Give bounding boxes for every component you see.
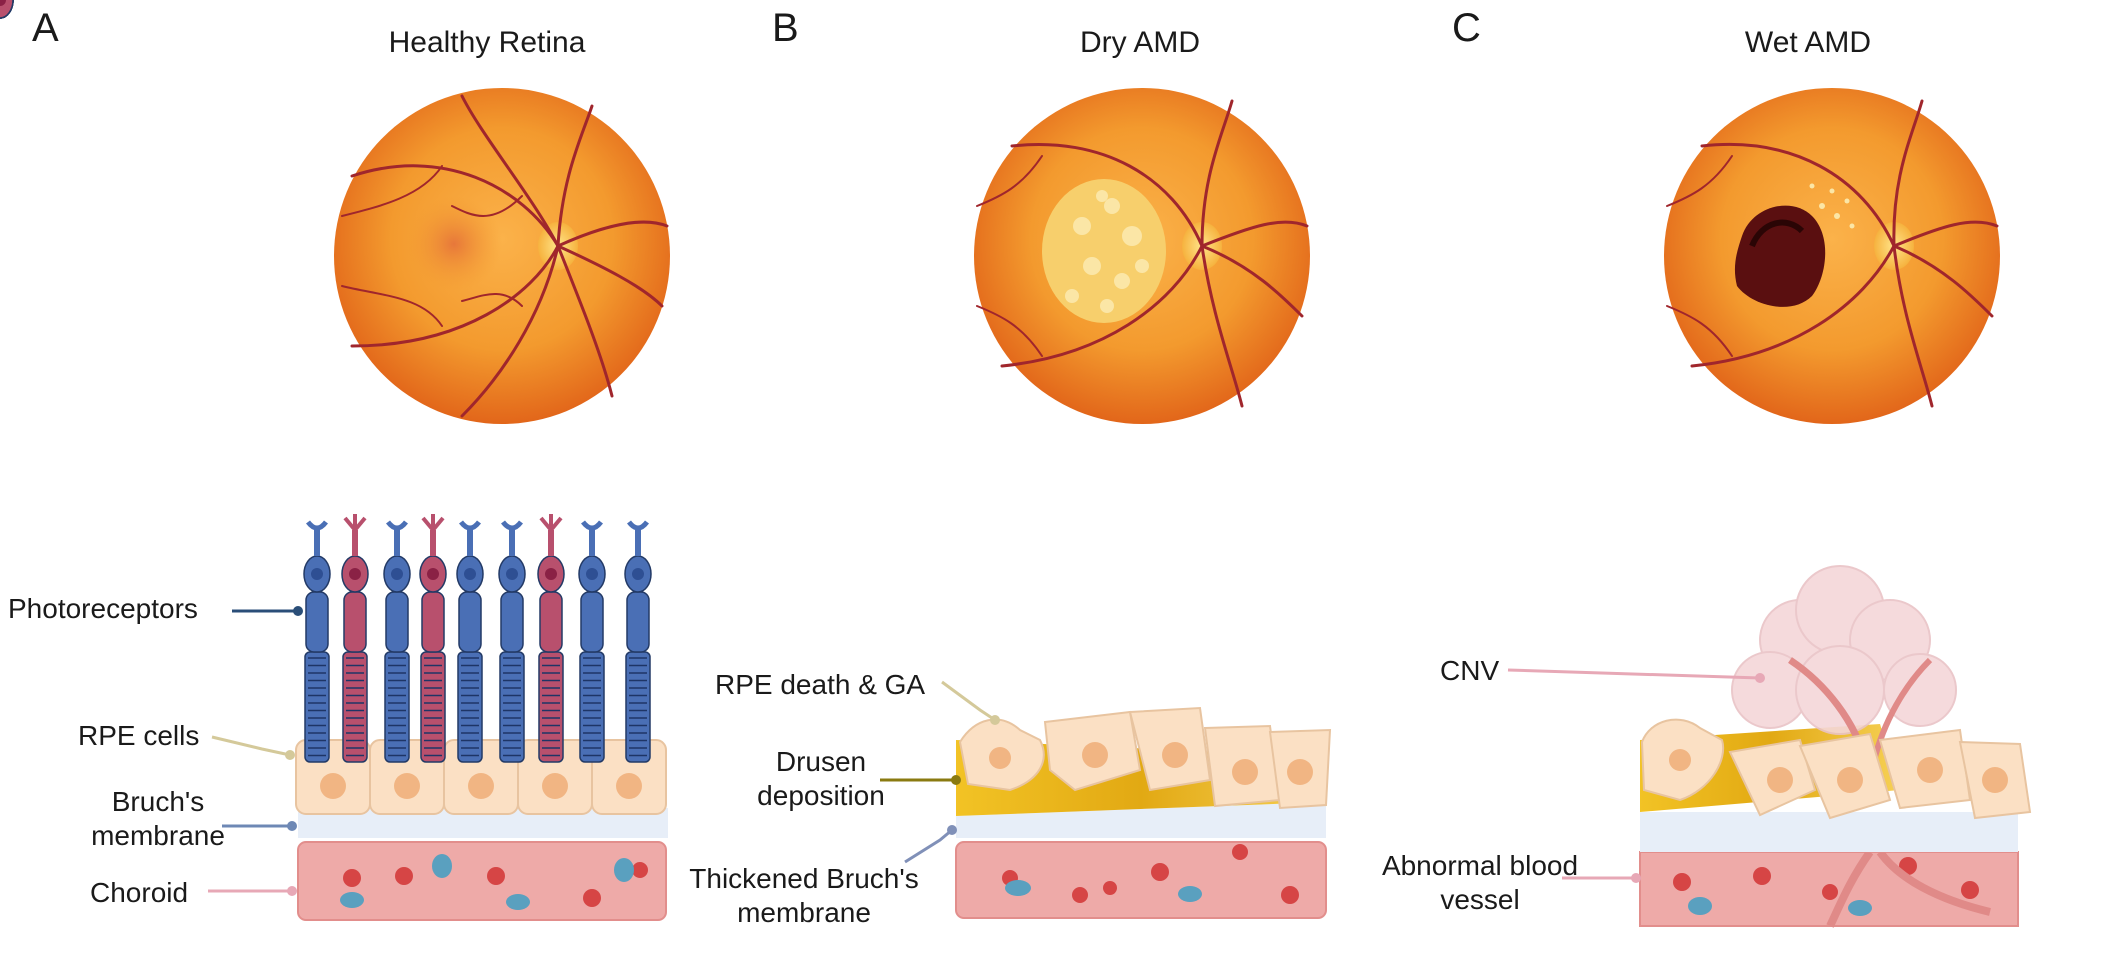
label-thickened-bruchs: Thickened Bruch's membrane (689, 863, 919, 928)
label-choroid: Choroid (90, 877, 189, 908)
rod-cell (303, 520, 331, 763)
label-cnv: CNV (1440, 655, 1500, 686)
cross-section-dry-amd (955, 706, 1332, 919)
rod-cell (456, 520, 484, 763)
rod-cell (578, 520, 606, 763)
label-rpe-cells: RPE cells (78, 720, 200, 751)
cnv-cloud (1731, 565, 1957, 735)
label-bruchs-membrane: Bruch's membrane (91, 786, 225, 851)
label-abnormal-blood-vessel: Abnormal blood vessel (1381, 850, 1579, 915)
leader-rpe-death (941, 680, 996, 722)
photoreceptors-group (0, 0, 652, 763)
rod-cell (383, 520, 411, 763)
panel-title-b: Dry AMD (1080, 26, 1200, 59)
cone-cell (537, 514, 565, 763)
panel-title-a: Healthy Retina (388, 26, 586, 59)
leader-rpe (211, 735, 291, 757)
rod-cell (498, 520, 526, 763)
fundus-dry-amd (974, 88, 1310, 424)
choroid-cells-a (340, 854, 648, 910)
leader-cnv (1507, 668, 1761, 680)
cross-section-wet-amd (1639, 565, 2032, 928)
cross-section-healthy (295, 739, 668, 921)
panel-letter-c: C (1452, 6, 1481, 50)
cone-cell (0, 0, 14, 19)
leader-thickened (904, 828, 953, 864)
cone-cell (341, 514, 369, 763)
panel-letter-b: B (772, 6, 799, 50)
choroid-layer-b (955, 841, 1327, 919)
panel-title-c: Wet AMD (1744, 26, 1872, 59)
cone-cell (419, 514, 447, 763)
bruch-layer-c (1640, 812, 2018, 852)
bruch-layer-b (956, 802, 1326, 838)
rod-cell (624, 520, 652, 763)
fundus-wet-amd (1664, 88, 2000, 424)
label-drusen-deposition: Drusen deposition (757, 746, 885, 811)
label-photoreceptors: Photoreceptors (8, 593, 198, 624)
label-rpe-death-ga: RPE death & GA (715, 669, 926, 700)
panel-letter-a: A (32, 6, 59, 50)
leader-lines (208, 606, 1765, 896)
fundus-healthy (334, 88, 670, 424)
choroid-layer-a (297, 841, 667, 921)
